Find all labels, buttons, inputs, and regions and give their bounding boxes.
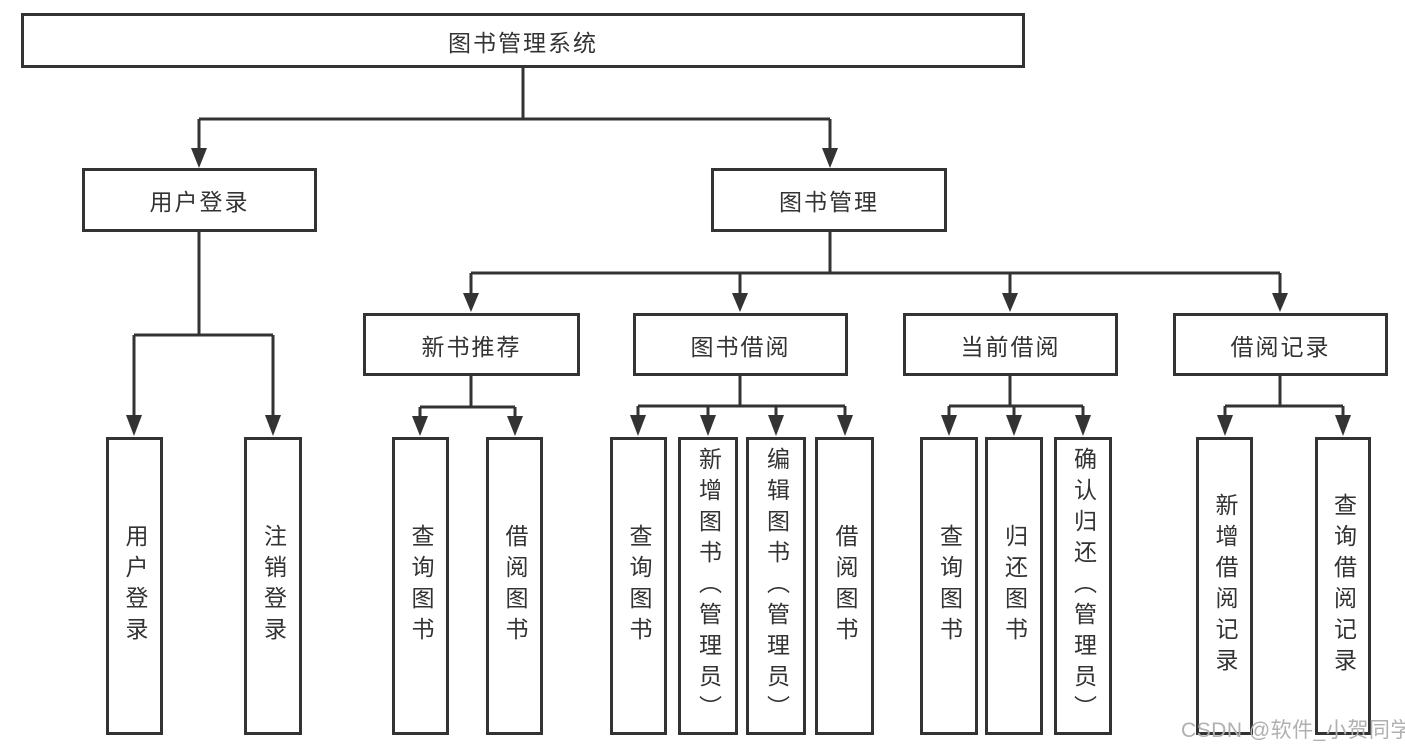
node-recommend-borrow-book: 借阅图书 bbox=[486, 437, 543, 735]
connector-book-management-children bbox=[463, 232, 1288, 312]
node-book-borrowing: 图书借阅 bbox=[633, 313, 848, 376]
connector-borrowing-children bbox=[630, 376, 853, 436]
node-borrow-records: 借阅记录 bbox=[1173, 313, 1388, 376]
connector-records-children bbox=[1217, 376, 1351, 436]
connector-user-login-children bbox=[126, 232, 281, 436]
node-user-login: 用户登录 bbox=[82, 168, 317, 232]
node-borrowing-query-book: 查询图书 bbox=[610, 437, 667, 735]
connector-root-to-level2 bbox=[191, 68, 838, 168]
node-current-return-book: 归还图书 bbox=[985, 437, 1043, 735]
node-book-management: 图书管理 bbox=[711, 168, 947, 232]
node-logout-leaf: 注销登录 bbox=[244, 437, 302, 735]
node-recommend-query-book: 查询图书 bbox=[392, 437, 449, 735]
node-borrowing-add-book-admin: 新增图书（管理员） bbox=[678, 437, 738, 735]
node-borrowing-borrow-book: 借阅图书 bbox=[815, 437, 874, 735]
node-new-book-recommend: 新书推荐 bbox=[363, 313, 580, 376]
csdn-watermark: CSDN @软件_小贺同学 bbox=[1181, 719, 1405, 742]
node-library-system: 图书管理系统 bbox=[21, 13, 1025, 68]
node-records-query-record: 查询借阅记录 bbox=[1315, 437, 1371, 735]
node-current-confirm-return-admin: 确认归还（管理员） bbox=[1054, 437, 1112, 735]
node-current-borrow: 当前借阅 bbox=[903, 313, 1118, 376]
node-records-add-record: 新增借阅记录 bbox=[1196, 437, 1253, 735]
node-user-login-leaf: 用户登录 bbox=[106, 437, 163, 735]
connector-current-borrow-children bbox=[941, 376, 1091, 436]
node-current-query-book: 查询图书 bbox=[920, 437, 978, 735]
connector-recommend-children bbox=[412, 376, 523, 436]
node-borrowing-edit-book-admin: 编辑图书（管理员） bbox=[746, 437, 806, 735]
